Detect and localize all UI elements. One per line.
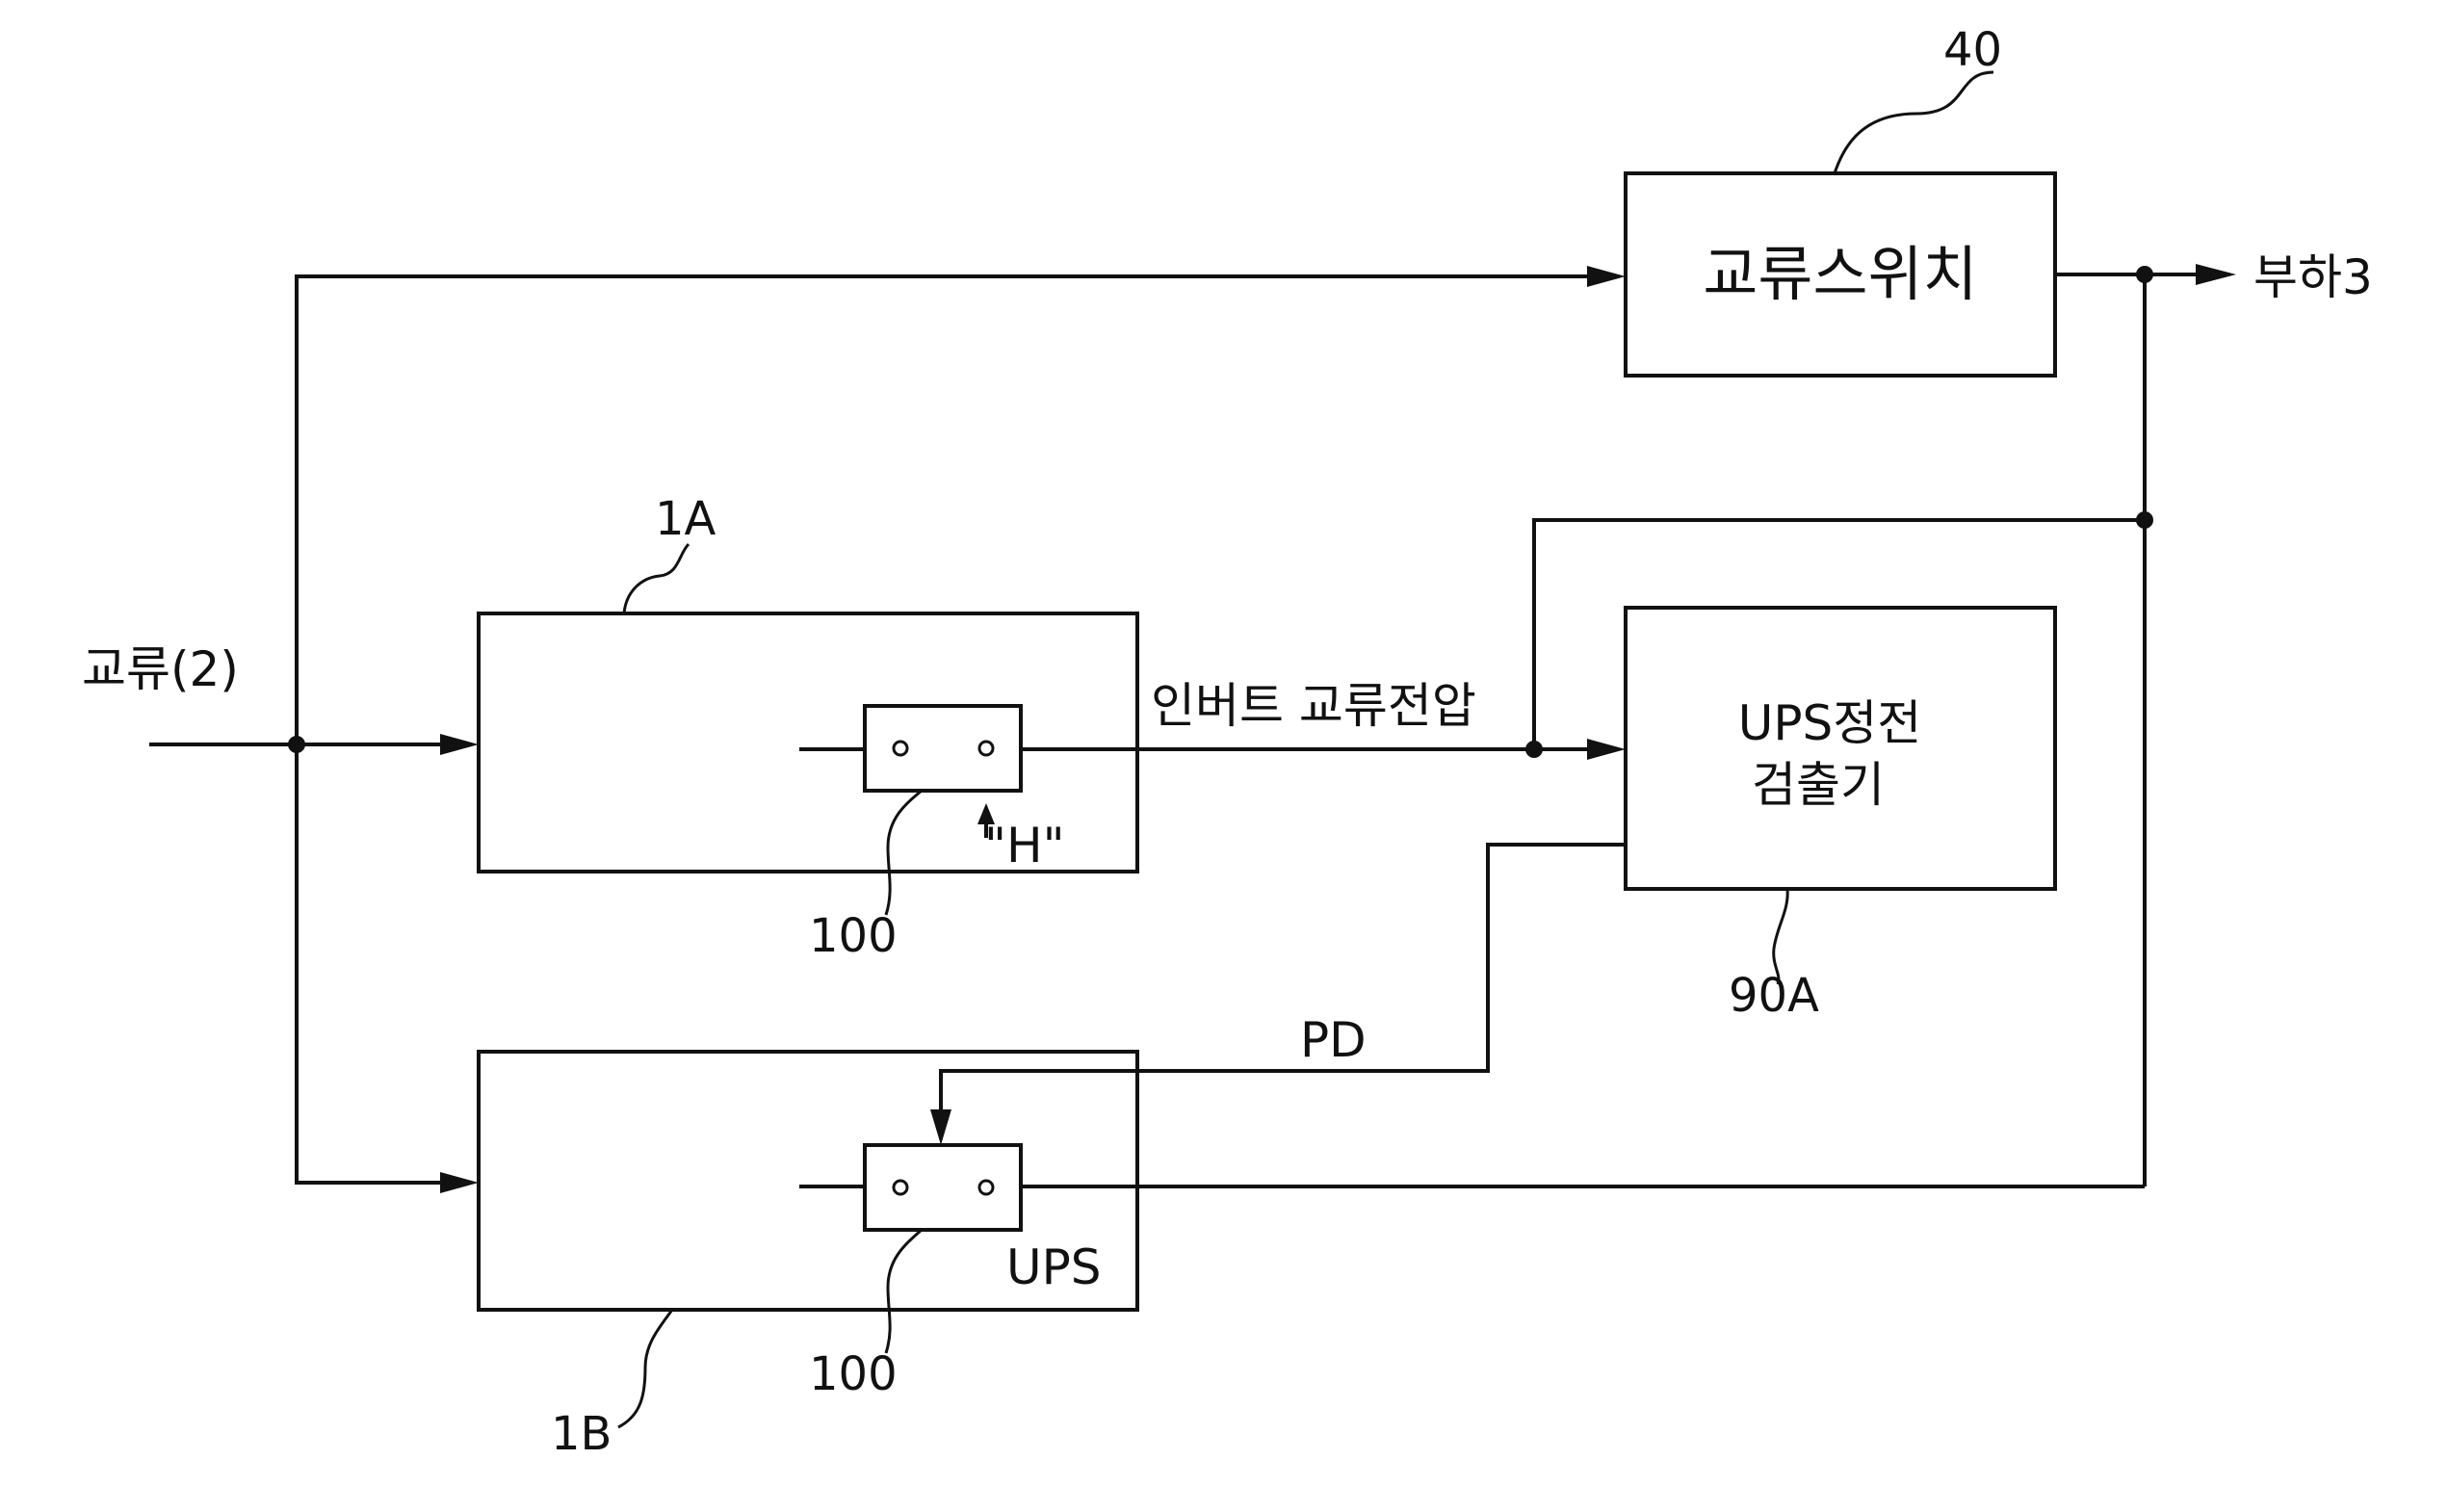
- leader-1a: [622, 542, 690, 614]
- relay-1b-contact-left: [892, 1179, 909, 1196]
- ac-bus-wire: [295, 274, 1599, 1185]
- detector-label-line1: UPS정전: [1738, 695, 1922, 751]
- ref-100-a: 100: [809, 909, 898, 963]
- ac-switch-label: 교류스위치: [1703, 239, 1977, 309]
- leader-relay-1a: [884, 789, 923, 916]
- ref-1a: 1A: [655, 492, 716, 546]
- junction-detector-input: [1525, 741, 1543, 758]
- arrow-to-1b: [440, 1172, 479, 1193]
- junction-right-bus: [2136, 511, 2153, 529]
- arrow-to-1a: [440, 734, 479, 755]
- junction-ac-input: [288, 736, 305, 753]
- arrow-to-detector: [1587, 739, 1626, 760]
- arrow-high-signal: [977, 803, 995, 824]
- relay-1a-contact-left: [892, 740, 909, 757]
- ups-outage-detector-box: [1624, 606, 2057, 891]
- ref-1b: 1B: [551, 1407, 612, 1461]
- pd-signal-label: PD: [1300, 1012, 1367, 1068]
- arrow-to-switch: [1587, 266, 1626, 287]
- ac-input-label: 교류(2): [82, 641, 239, 697]
- load-label: 부하3: [2253, 249, 2373, 305]
- ref-40: 40: [1943, 23, 2002, 77]
- high-signal-label: "H": [984, 818, 1065, 873]
- ups-1a-box: [477, 612, 1139, 873]
- ups-1b-box: [477, 1050, 1139, 1312]
- relay-1b: [863, 1143, 1023, 1232]
- junction-switch-output: [2136, 266, 2153, 283]
- detector-label-line2: 검출기: [1752, 757, 1885, 813]
- pd-signal-wire: [939, 843, 1626, 1117]
- inverter-ac-voltage-label: 인버트 교류전압: [1151, 678, 1476, 734]
- relay-1a: [863, 704, 1023, 793]
- relay-1b-contact-right: [977, 1179, 995, 1196]
- leader-1b: [617, 1309, 674, 1429]
- feedback-wire: [1532, 518, 2145, 749]
- ref-90a: 90A: [1729, 969, 1819, 1023]
- leader-90a: [1772, 888, 1789, 985]
- arrow-pd-to-relay: [930, 1109, 951, 1145]
- relay-1a-contact-right: [977, 740, 995, 757]
- ups-label: UPS: [1006, 1239, 1102, 1295]
- leader-40: [1833, 70, 1994, 174]
- leader-relay-1b: [884, 1228, 923, 1354]
- arrow-to-load: [2196, 264, 2236, 285]
- ref-100-b: 100: [809, 1347, 898, 1401]
